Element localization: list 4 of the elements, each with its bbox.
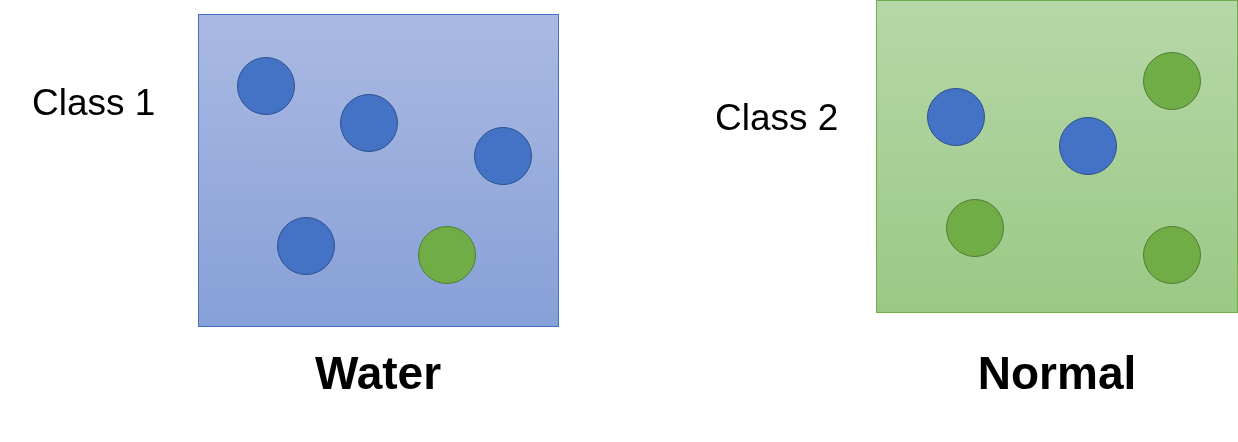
class-label: Class 2 <box>715 97 839 139</box>
class-label: Class 1 <box>32 82 156 124</box>
panel-caption: Normal <box>977 346 1137 400</box>
panel-caption: Water <box>314 346 442 400</box>
